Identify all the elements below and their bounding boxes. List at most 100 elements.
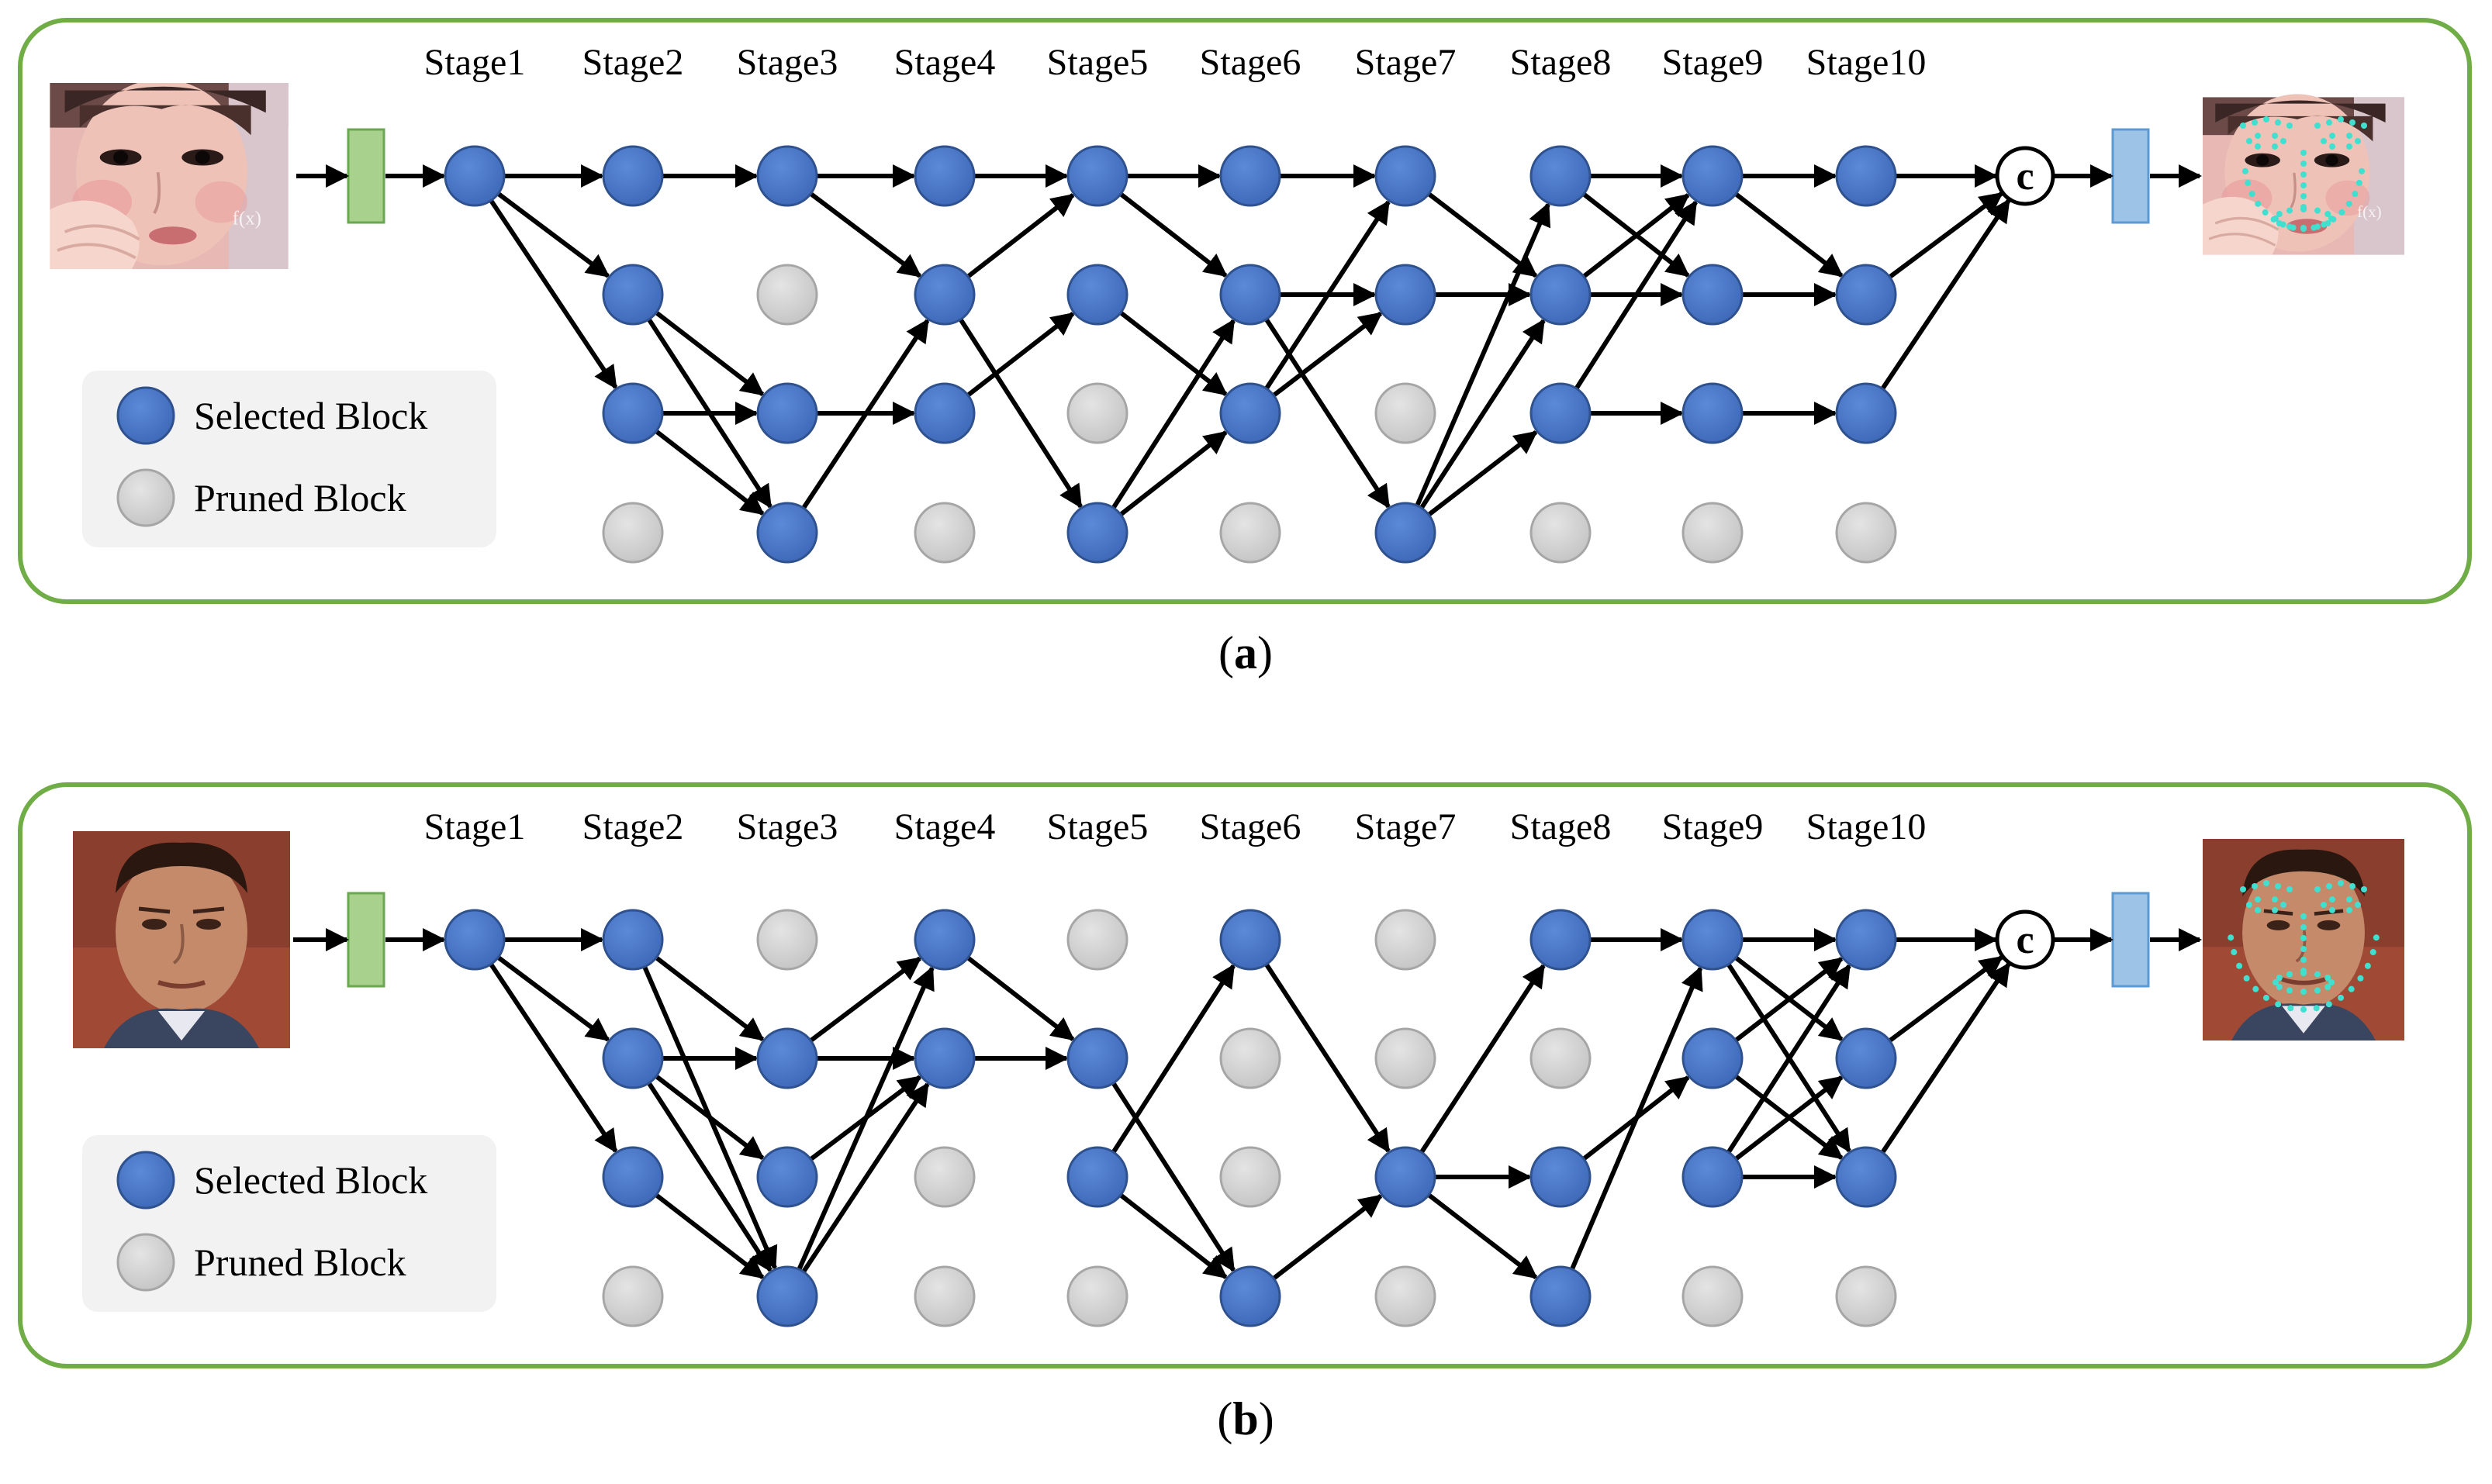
pruned-block <box>1835 1265 1897 1327</box>
edge-arrow <box>655 1074 765 1160</box>
edge-arrow <box>1734 192 1844 278</box>
edge-arrow <box>1574 200 1698 390</box>
selected-block <box>1835 909 1897 971</box>
concat-node: c <box>1995 146 2055 206</box>
edge-arrow <box>1119 192 1228 278</box>
selected-block <box>444 145 506 207</box>
pruned-block <box>1219 1146 1281 1208</box>
pruned-block <box>1219 1027 1281 1089</box>
edge-arrow <box>1419 963 1546 1154</box>
pruned-block <box>1374 1027 1436 1089</box>
edge-arrow <box>655 955 765 1041</box>
stage-label: Stage7 <box>1355 806 1457 847</box>
panel-caption-letter: a <box>1234 627 1257 678</box>
selected-block <box>1681 145 1744 207</box>
edge-arrow <box>1570 966 1703 1271</box>
stage-label: Stage7 <box>1355 42 1457 83</box>
pruned-block <box>756 264 818 326</box>
edge-arrow <box>966 193 1075 279</box>
input-conv-block <box>347 892 385 988</box>
stage-label: Stage5 <box>1047 806 1149 847</box>
edge-arrow <box>966 955 1075 1041</box>
stage-label: Stage2 <box>582 806 684 847</box>
stage-label: Stage4 <box>894 806 996 847</box>
selected-block <box>756 382 818 444</box>
selected-block <box>1529 145 1592 207</box>
selected-block <box>1681 1146 1744 1208</box>
pruned-block <box>1374 1265 1436 1327</box>
selected-block <box>1681 1027 1744 1089</box>
stage-label: Stage3 <box>737 806 838 847</box>
panel-caption: (a) <box>1218 627 1273 678</box>
edge-arrow <box>1111 319 1236 509</box>
legend-selected-swatch <box>116 1151 175 1210</box>
selected-block <box>1529 264 1592 326</box>
legend-box <box>82 1135 496 1312</box>
legend-pruned-swatch <box>116 468 175 527</box>
selected-block <box>1374 502 1436 564</box>
selected-block <box>1529 1265 1592 1327</box>
selected-block <box>1066 502 1128 564</box>
selected-block <box>914 264 976 326</box>
edge-arrow <box>647 1082 772 1272</box>
input-face-image <box>73 831 290 1048</box>
edge-arrow <box>1726 964 1851 1154</box>
legend-pruned-swatch <box>116 1233 175 1292</box>
legend-pruned-label: Pruned Block <box>194 476 406 519</box>
selected-block <box>1219 1265 1281 1327</box>
selected-block <box>1066 264 1128 326</box>
landmark-points <box>2240 116 2367 232</box>
nodes <box>444 145 1897 564</box>
output-fc-block <box>2111 892 2150 988</box>
stage-label: Stage1 <box>424 806 526 847</box>
edge-arrow <box>966 312 1075 398</box>
edge-arrow <box>655 1192 765 1279</box>
edge-arrow <box>809 956 922 1043</box>
input-conv-block <box>347 128 385 224</box>
edge-arrow <box>496 955 610 1042</box>
selected-block <box>1374 145 1436 207</box>
selected-block <box>1529 382 1592 444</box>
pruned-block <box>1066 1265 1128 1327</box>
edge-arrow <box>489 962 618 1154</box>
stage-label: Stage6 <box>1200 806 1301 847</box>
edge-arrow <box>1272 311 1383 398</box>
selected-block <box>1066 1146 1128 1208</box>
output-fc-block <box>2111 128 2150 224</box>
pruned-block <box>602 1265 664 1327</box>
stage-label: Stage9 <box>1662 42 1764 83</box>
selected-block <box>602 264 664 326</box>
panel-frame <box>18 18 2472 604</box>
edge-arrow <box>801 318 930 509</box>
edge-arrow <box>809 192 922 278</box>
selected-block <box>602 382 664 444</box>
edge-arrow <box>801 1082 930 1273</box>
selected-block <box>756 1146 818 1208</box>
concat-symbol: c <box>2016 154 2034 198</box>
pruned-block <box>1066 909 1128 971</box>
to-concat-arrow <box>1888 192 2003 279</box>
edge-arrow <box>1119 310 1228 396</box>
nodes <box>444 909 1897 1327</box>
stage-label: Stage10 <box>1806 42 1927 83</box>
edge-arrow <box>1582 193 1690 278</box>
edge-arrow <box>958 318 1083 509</box>
pruned-block <box>1681 1265 1744 1327</box>
selected-block <box>1681 909 1744 971</box>
selected-block <box>756 1027 818 1089</box>
concat-symbol: c <box>2016 918 2034 962</box>
edge-arrow <box>1264 199 1391 390</box>
selected-block <box>1066 145 1128 207</box>
stage-label: Stage5 <box>1047 42 1149 83</box>
selected-block <box>602 909 664 971</box>
legend-selected-swatch <box>116 386 175 445</box>
edge-arrow <box>1264 963 1391 1154</box>
pruned-block <box>756 909 818 971</box>
pruned-block <box>914 1146 976 1208</box>
selected-block <box>756 502 818 564</box>
selected-block <box>1835 1027 1897 1089</box>
pruned-block <box>1374 382 1436 444</box>
